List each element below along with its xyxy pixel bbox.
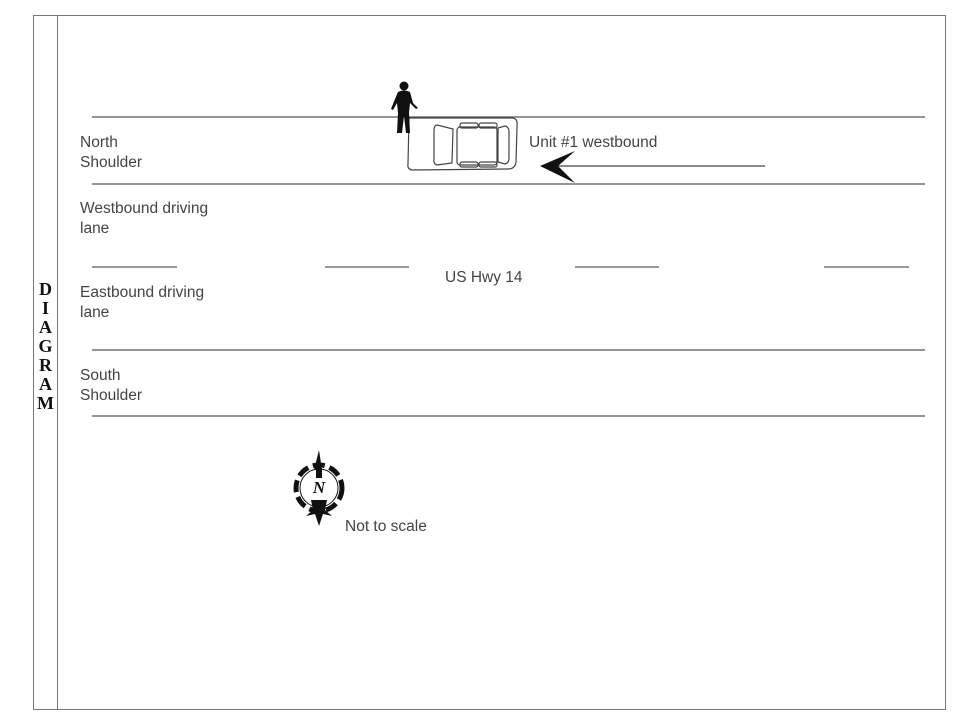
side-letter: M (37, 393, 54, 413)
side-letter: D (39, 279, 52, 299)
side-letter: A (39, 374, 52, 394)
side-letter: G (38, 336, 53, 356)
compass-north-letter: N (312, 478, 326, 497)
north-shoulder-label: North Shoulder (80, 133, 142, 173)
pedestrian-silhouette-icon (391, 81, 418, 133)
diagram-frame (33, 15, 946, 710)
side-letter: R (39, 355, 52, 375)
label-line: North (80, 134, 118, 151)
south-shoulder-label: South Shoulder (80, 366, 142, 406)
label-line: lane (80, 220, 110, 237)
label-line: lane (80, 304, 110, 321)
scale-note: Not to scale (345, 518, 427, 535)
westbound-arrow-icon (540, 151, 765, 183)
westbound-lane-label: Westbound driving lane (80, 199, 208, 239)
vehicle-label: Unit #1 westbound (529, 134, 658, 151)
label-line: Eastbound driving (80, 284, 205, 301)
label-line: Westbound driving (80, 200, 209, 217)
label-line: Shoulder (80, 154, 143, 171)
highway-name-label: US Hwy 14 (445, 269, 523, 286)
car-top-view-icon (407, 117, 518, 171)
side-divider (57, 15, 58, 710)
north-arrow-compass-icon (293, 450, 345, 526)
eastbound-lane-label: Eastbound driving lane (80, 283, 204, 323)
side-letter: I (41, 298, 49, 318)
label-line: South (80, 367, 121, 384)
label-line: Shoulder (80, 387, 143, 404)
diagram-side-label: D I A G R A M (34, 280, 57, 413)
side-letter: A (39, 317, 52, 337)
